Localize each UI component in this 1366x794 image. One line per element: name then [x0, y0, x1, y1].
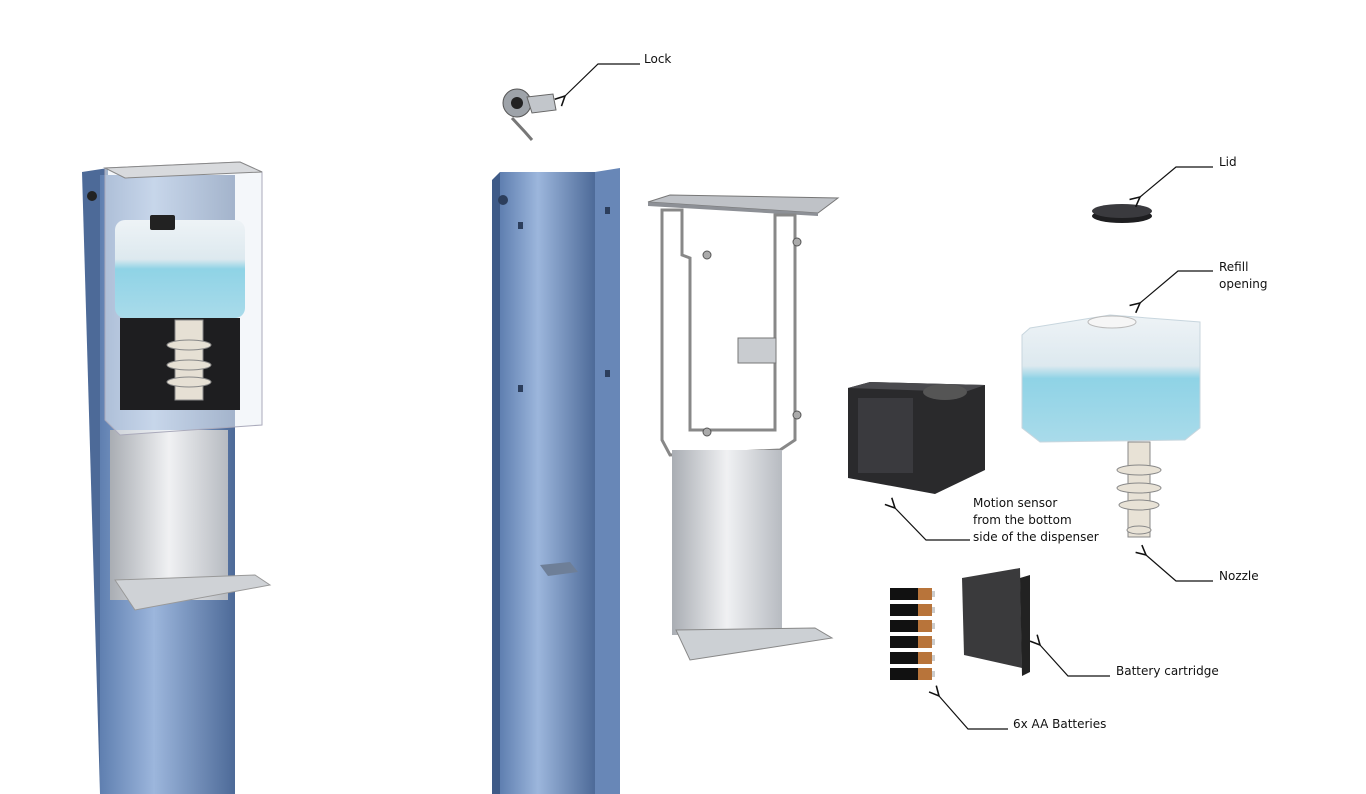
nozzle-label: Nozzle — [1219, 569, 1259, 583]
nozzle-part — [1116, 441, 1162, 538]
steel-bracket — [647, 194, 840, 661]
refill-bottle — [1021, 314, 1201, 443]
blue-pole — [492, 168, 620, 794]
aa-batteries — [890, 588, 935, 680]
lock-leader — [565, 63, 640, 96]
motion-sensor-label: Motion sensor from the bottom side of th… — [973, 495, 1099, 546]
nozzle-leader — [1146, 555, 1213, 582]
lock-part — [502, 88, 557, 141]
callout-lines — [565, 63, 1213, 730]
motion-label-line2: from the bottom — [973, 513, 1072, 527]
refill-label-line1: Refill — [1219, 260, 1249, 274]
batteries-leader — [939, 696, 1008, 730]
motion-sensor-housing — [848, 382, 985, 494]
assembled-dispenser — [82, 161, 272, 794]
lock-label: Lock — [644, 52, 672, 66]
lid-label: Lid — [1219, 155, 1237, 169]
refill-leader — [1140, 270, 1213, 303]
motion-label-line3: side of the dispenser — [973, 530, 1099, 544]
battery-cartridge-label: Battery cartridge — [1116, 664, 1219, 678]
lid-leader — [1140, 166, 1213, 197]
refill-label-line2: opening — [1219, 277, 1268, 291]
refill-opening-label: Refill opening — [1219, 259, 1268, 293]
batteries-label: 6x AA Batteries — [1013, 717, 1107, 731]
lid-part — [1092, 204, 1152, 223]
battery-cartridge-part — [962, 568, 1030, 676]
motion-label-line1: Motion sensor — [973, 496, 1058, 510]
cartridge-leader — [1040, 645, 1110, 677]
motion-leader — [895, 508, 970, 541]
